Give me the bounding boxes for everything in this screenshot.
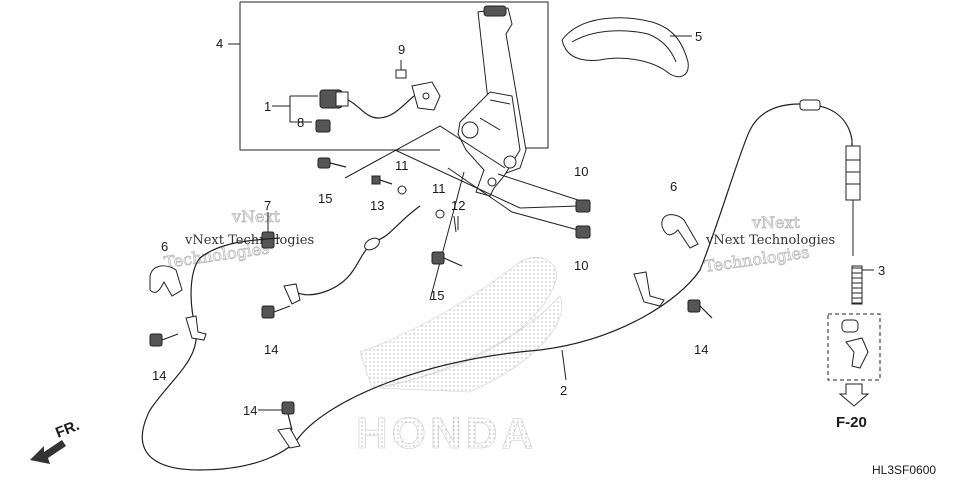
part-14-bolt-d — [687, 299, 713, 319]
callout-13: 13 — [370, 198, 384, 213]
callout-7: 7 — [264, 198, 271, 213]
part-13-pin — [371, 175, 393, 185]
arrow-to-reference-icon — [838, 383, 870, 407]
callout-14-a: 14 — [152, 368, 166, 383]
callout-11-upper: 11 — [395, 158, 409, 173]
callout-8: 8 — [297, 115, 304, 130]
honda-wing-logo: HONDA — [356, 257, 563, 458]
part-5-cover — [561, 17, 692, 78]
cable-bracket-lower — [277, 427, 301, 449]
callout-14-c: 14 — [243, 403, 257, 418]
part-8-clip — [315, 119, 331, 133]
diagram-code: HL3SF0600 — [872, 463, 936, 477]
callout-10-upper: 10 — [574, 164, 588, 179]
callout-2: 2 — [560, 383, 567, 398]
part-15-bolt-upper — [317, 157, 347, 169]
callout-10-lower: 10 — [574, 258, 588, 273]
front-direction-arrow-icon — [30, 440, 66, 464]
reference-label: F-20 — [836, 414, 867, 431]
callout-9: 9 — [398, 42, 405, 57]
watermark-vnext-left: vNext — [231, 207, 281, 226]
part-14-bolt-b — [261, 305, 291, 319]
front-direction-label: FR. — [53, 417, 82, 442]
callout-14-b: 14 — [264, 342, 278, 357]
callout-4: 4 — [216, 36, 223, 51]
part-6-band-right — [661, 214, 699, 249]
part-14-bolt-c — [281, 401, 295, 431]
detail-yoke — [845, 337, 869, 369]
assembly-box-4 — [239, 1, 549, 151]
cable-bracket-mid — [283, 283, 301, 305]
detail-adjuster — [841, 319, 859, 333]
callout-14-d: 14 — [694, 342, 708, 357]
part-6-band-left — [149, 265, 183, 297]
callout-1: 1 — [264, 99, 271, 114]
detail-box — [827, 313, 881, 381]
callout-5: 5 — [695, 29, 702, 44]
part-15-bolt-lower — [431, 251, 463, 267]
callout-6-right: 6 — [670, 179, 677, 194]
parking-lever — [457, 5, 527, 197]
part-14-bolt-a — [149, 333, 179, 347]
callout-12: 12 — [451, 198, 465, 213]
cable-bracket-right — [633, 271, 665, 307]
part-1-switch — [319, 81, 441, 119]
leader-lines — [344, 125, 506, 179]
callout-15-upper: 15 — [318, 191, 332, 206]
cable-bracket-left — [185, 315, 207, 341]
watermark-right-small: vNext Technologies — [705, 233, 835, 248]
watermark-vnext-right: vNext — [751, 213, 801, 232]
cable-upper-left — [295, 205, 421, 296]
callout-6-left: 6 — [161, 239, 168, 254]
callout-15-lower: 15 — [430, 288, 444, 303]
part-11-washer-upper — [397, 185, 407, 195]
part-3-spring — [852, 267, 862, 304]
part-9-screw — [395, 60, 407, 79]
part-12-cotter-pin — [453, 215, 459, 233]
part-10-nut-lower — [575, 225, 591, 239]
callout-3: 3 — [878, 263, 885, 278]
honda-wordmark: HONDA — [356, 409, 537, 458]
part-10-nut-upper — [575, 199, 591, 213]
part-11-washer-lower — [435, 209, 445, 219]
callout-11-lower: 11 — [432, 181, 446, 196]
